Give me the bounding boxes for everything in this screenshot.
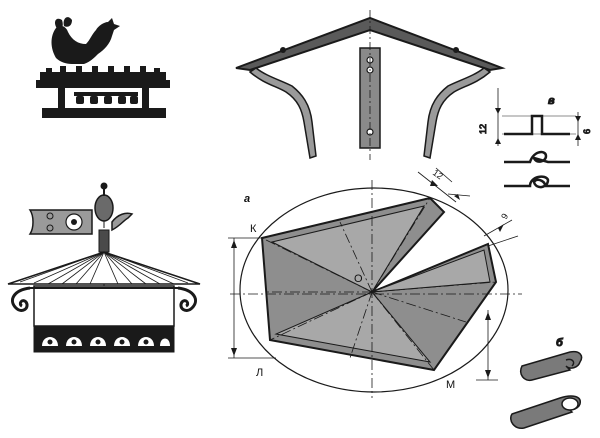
left-bracket xyxy=(248,67,317,159)
seam-height-dim: 12 xyxy=(478,124,488,134)
seam-detail-b: б xyxy=(510,337,583,429)
left-scroll xyxy=(11,286,31,312)
rooster-tail xyxy=(55,17,72,30)
gap-12-dim: 12 xyxy=(431,167,445,181)
right-scroll xyxy=(177,286,197,312)
finial-ball xyxy=(94,194,114,222)
fold-strip-upper xyxy=(520,350,583,382)
canopy-elevation xyxy=(235,10,506,160)
weather-flag xyxy=(28,209,93,235)
outer-ellipse xyxy=(239,187,509,393)
seam-detail-v: в 12 6 xyxy=(478,88,593,189)
view-v-label: в xyxy=(548,95,555,107)
view-a-label: а xyxy=(244,193,250,205)
flat-pattern-a: а xyxy=(228,167,522,398)
right-bracket xyxy=(423,67,492,159)
point-k-label: К xyxy=(250,223,257,235)
gap-9-dim: 9 xyxy=(499,212,510,221)
point-l-label: Л xyxy=(256,367,263,379)
view-b-label: б xyxy=(556,337,564,349)
rooster-canopy-illustration xyxy=(36,17,170,118)
point-o-label: О xyxy=(354,273,363,285)
weathervane-canopy-illustration xyxy=(7,182,201,353)
crenellated-roof xyxy=(40,66,166,80)
point-m-label: М xyxy=(446,379,455,391)
pyramid-roof xyxy=(7,251,201,285)
rooster-silhouette xyxy=(51,18,120,64)
seam-small-dim: 6 xyxy=(582,129,592,134)
vane-pointer xyxy=(111,212,134,232)
